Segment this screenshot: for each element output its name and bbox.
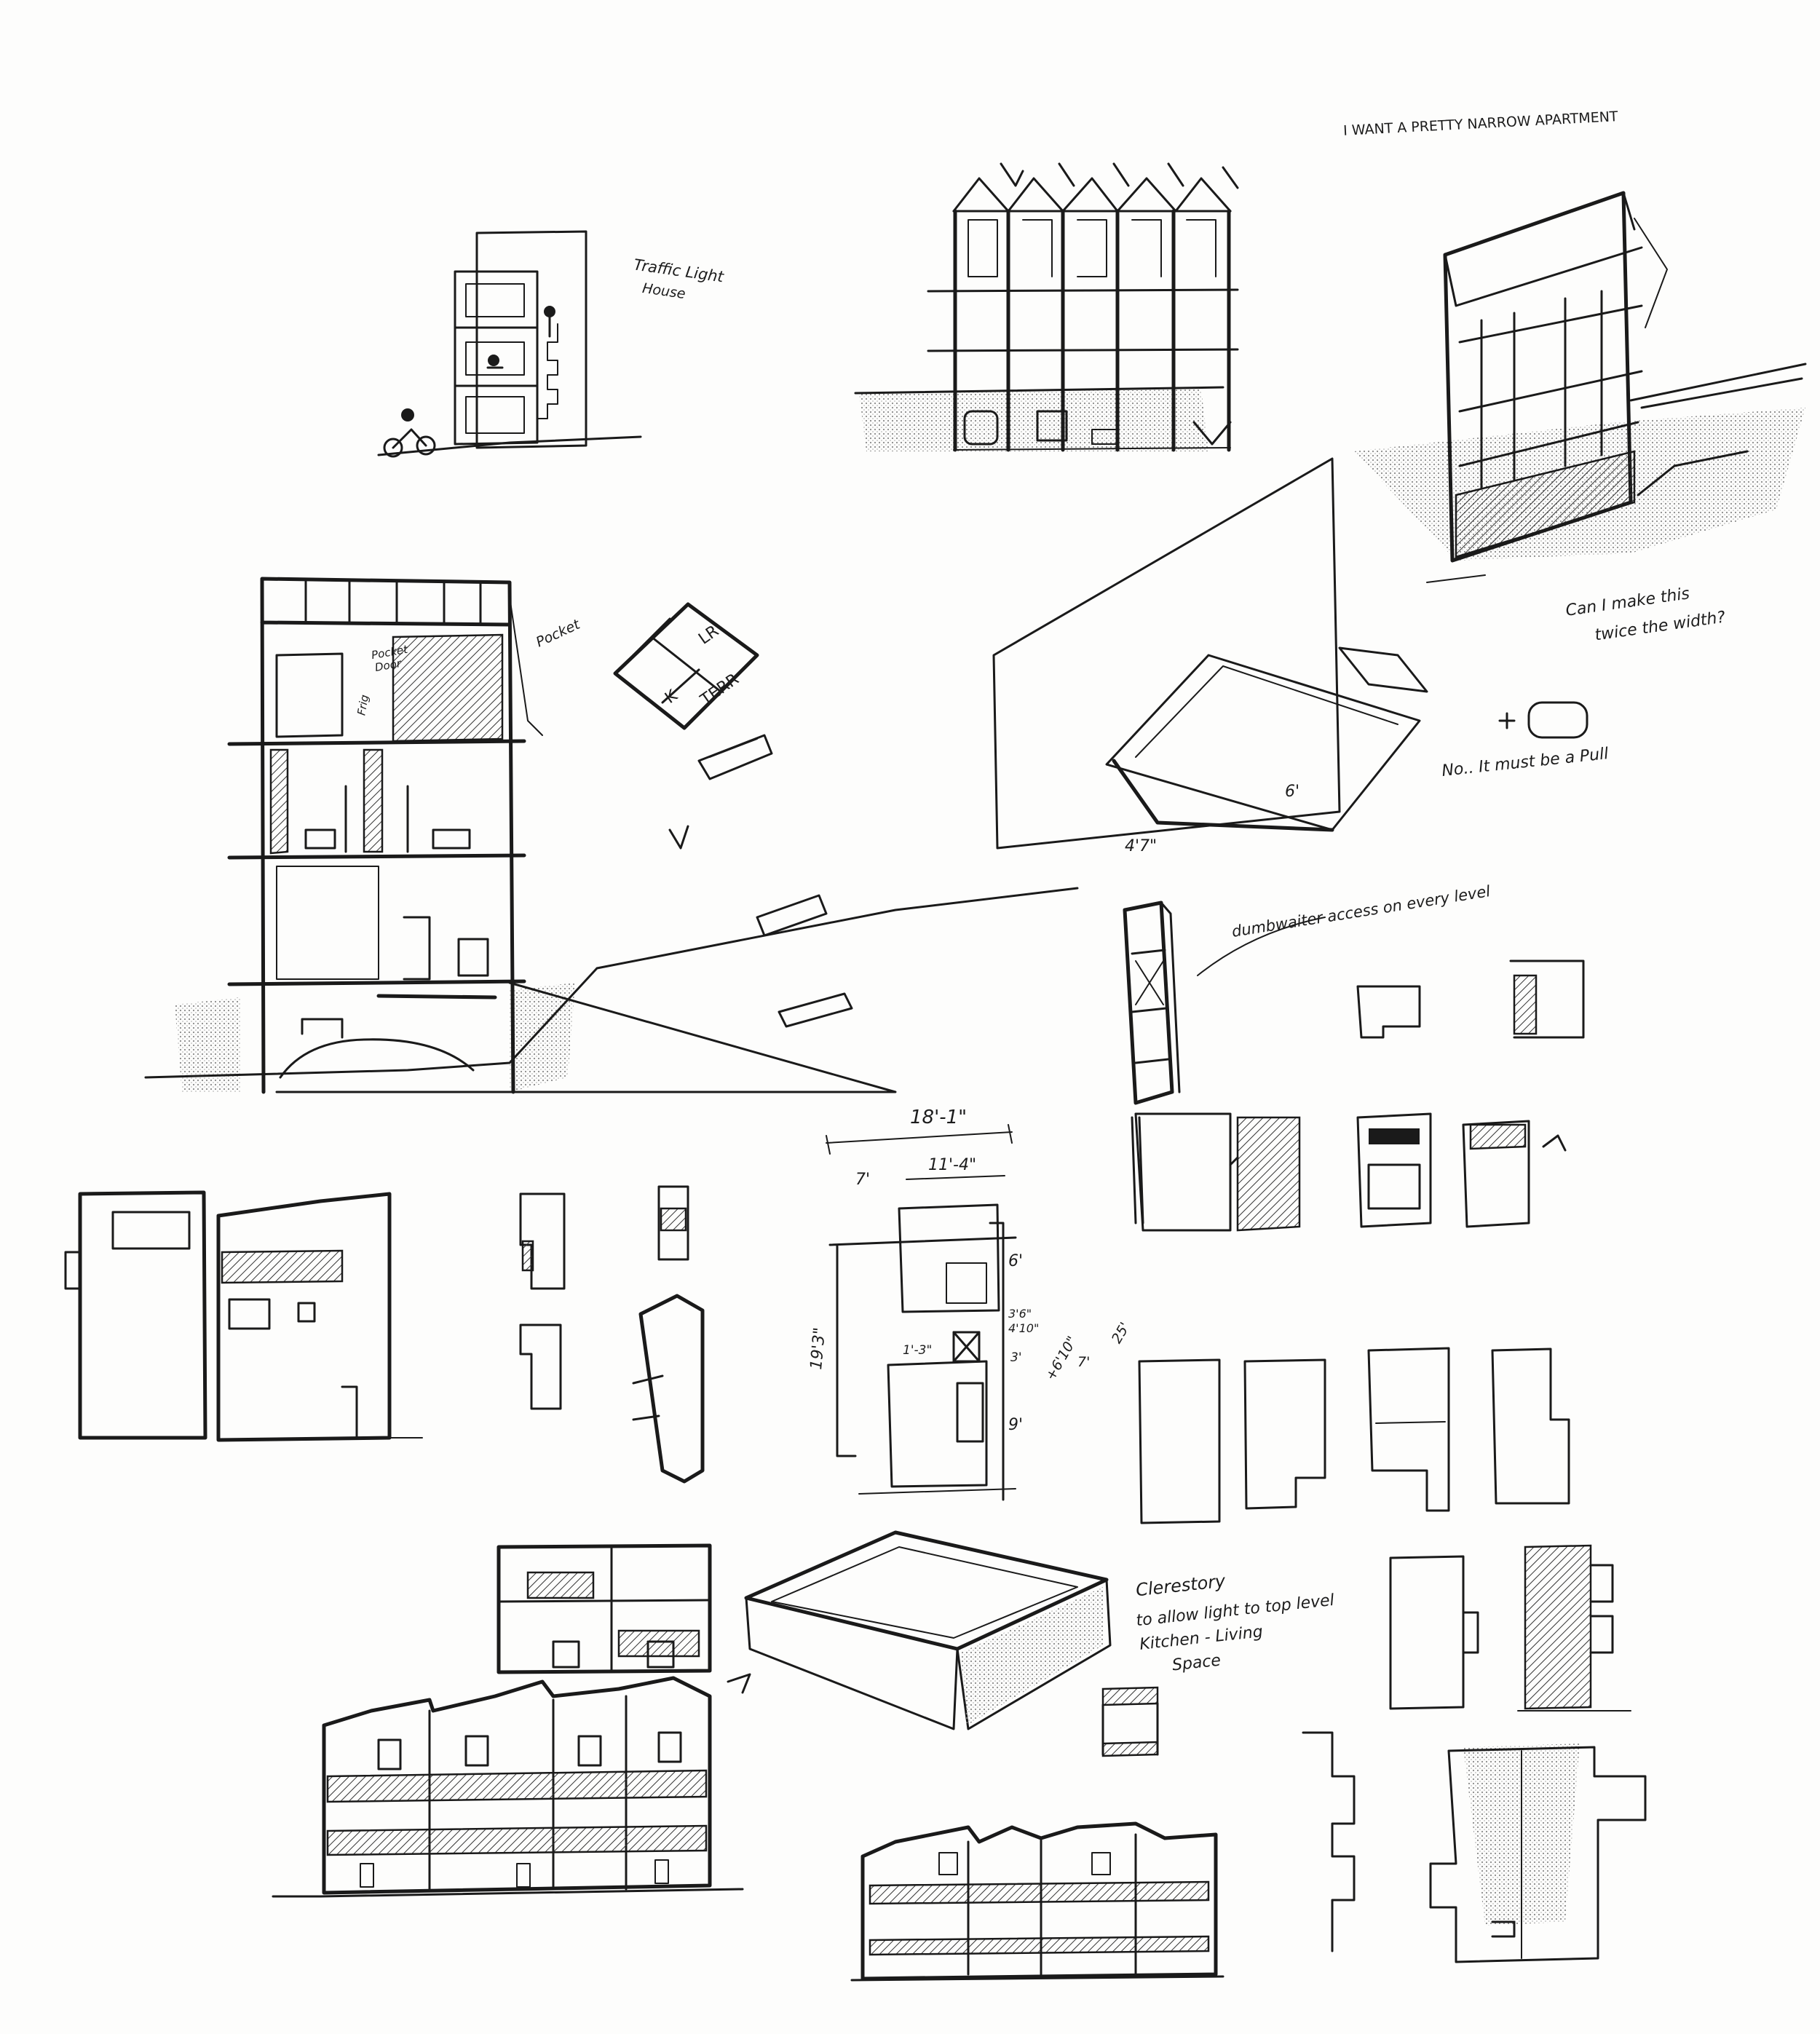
traffic-light-house-sketch [377,230,642,458]
perspective-section-sketch [1354,191,1807,583]
clerestory-box-sketch [744,1530,1112,1730]
dim-three-one: 3' [1010,1350,1022,1365]
dim-seven: 7' [1077,1354,1091,1370]
townhouse-elevation-lower [272,1676,744,1898]
dim-width-total: 18'-1" [910,1107,968,1128]
small-plan-sketch [613,602,853,1028]
pool-perspective-sketch [992,457,1588,850]
dimensioned-plan-sketch [826,1124,1017,1501]
townhouse-elevation-small [850,1821,1224,1982]
dim-six-top: 6' [1008,1252,1024,1270]
facade-elevation-sketch [64,1190,423,1442]
dim-stack-a: 3'6" [1008,1307,1032,1321]
sawtooth-row-section-sketch [854,162,1239,452]
dim-left-seven: 7' [855,1171,871,1189]
dim-dumbwaiter-size: 4'7" [1125,837,1158,855]
small-balcony-elevation [1101,1686,1159,1757]
plan-fragments-right [1131,959,1585,1232]
dim-pool-width: 6' [1285,783,1300,801]
plan-rectangle-studies [1138,1347,1631,1712]
dim-nine-bottom: 9' [1008,1416,1024,1434]
dumbwaiter-tower-sketch [1123,901,1326,1105]
tall-section-sketch [144,577,1079,1094]
dim-depth: 19'3" [807,1326,830,1371]
dim-one-three: 1'-3" [903,1343,933,1358]
dim-stack-b: 4'10" [1008,1321,1040,1335]
massing-blocks-sketch [519,1185,705,1484]
townhouse-elevation-upper [496,1543,751,1694]
dim-width-inner: 11'-4" [928,1156,977,1174]
bottom-right-plan-sketch [1302,1731,1647,1963]
